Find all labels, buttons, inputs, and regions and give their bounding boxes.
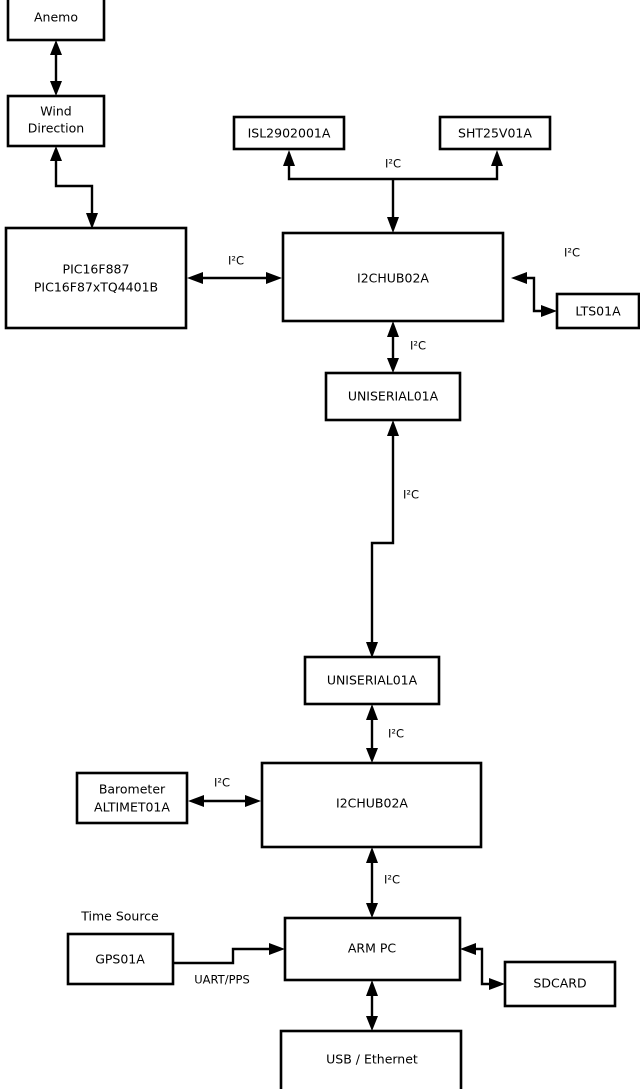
edge-label-i2c-uniserial-hubbot: I²C xyxy=(388,727,404,741)
edge-label-i2c-hub-lts: I²C xyxy=(564,246,580,260)
node-uniserial01a-upper[interactable]: UNISERIAL01A xyxy=(324,371,462,422)
arrow-head-right-sdcard xyxy=(489,978,505,990)
arrow-head-left-hub xyxy=(511,272,527,284)
edge-gps-arm xyxy=(173,943,285,965)
node-arm-pc[interactable]: ARM PC xyxy=(283,916,462,982)
arrow-head-down xyxy=(86,213,98,229)
node-pic-mcu[interactable]: PIC16F887 PIC16F87xTQ4401B xyxy=(4,226,188,330)
node-uniserial01a-upper-label: UNISERIAL01A xyxy=(348,389,439,404)
node-wind-direction-label-line2: Direction xyxy=(28,121,84,136)
arrow-head-up xyxy=(366,704,378,720)
arrow-head-up xyxy=(387,420,399,436)
arrow-head-up xyxy=(50,146,62,161)
node-barometer-label-line2: ALTIMET01A xyxy=(94,800,170,815)
node-sdcard[interactable]: SDCARD xyxy=(503,960,617,1008)
node-isl2902001a-label: ISL2902001A xyxy=(248,126,331,141)
arrow-head-down xyxy=(387,358,399,373)
node-sht25v01a[interactable]: SHT25V01A xyxy=(438,115,552,151)
node-pic-mcu-label-line1: PIC16F887 xyxy=(63,262,130,277)
node-barometer-label-line1: Barometer xyxy=(99,782,166,797)
arrow-head-down xyxy=(366,1016,378,1031)
edge-arm-usb xyxy=(366,980,378,1031)
edge-hubbot-arm xyxy=(366,847,378,918)
edge-label-i2c-pic-hub: I²C xyxy=(228,254,244,268)
node-gps01a[interactable]: GPS01A xyxy=(66,932,175,986)
node-lts01a[interactable]: LTS01A xyxy=(555,292,640,330)
node-usb-ethernet[interactable]: USB / Ethernet xyxy=(279,1029,463,1089)
edge-label-i2c-hubbot-arm: I²C xyxy=(384,873,400,887)
node-usb-ethernet-label: USB / Ethernet xyxy=(326,1052,418,1067)
node-i2chub02a-bottom[interactable]: I2CHUB02A xyxy=(260,761,483,849)
arrow-head-right-lts xyxy=(541,305,557,317)
arrow-head-right xyxy=(245,795,261,807)
labels-layer: I²C I²C I²C I²C I²C I²C I²C I²C UART/PPS… xyxy=(80,157,580,987)
edge-label-i2c-hub-uniserial: I²C xyxy=(410,339,426,353)
nodes-layer: Anemo Wind Direction PIC16F887 PIC16F87x… xyxy=(4,0,640,1089)
arrow-head-up-isl xyxy=(283,150,295,166)
node-i2chub02a-bottom-label: I2CHUB02A xyxy=(336,796,408,811)
edge-hub-lts xyxy=(511,272,557,317)
node-wind-direction[interactable]: Wind Direction xyxy=(6,94,106,148)
node-isl2902001a[interactable]: ISL2902001A xyxy=(232,115,346,151)
node-barometer[interactable]: Barometer ALTIMET01A xyxy=(75,771,189,825)
node-uniserial01a-lower[interactable]: UNISERIAL01A xyxy=(303,655,441,706)
arrow-head-up-sht xyxy=(491,150,503,166)
node-sht25v01a-label: SHT25V01A xyxy=(458,126,532,141)
arrow-head-right xyxy=(266,272,282,284)
edge-label-i2c-barometer-hub: I²C xyxy=(214,776,230,790)
edge-pic-hub xyxy=(187,272,282,284)
node-i2chub02a-top[interactable]: I2CHUB02A xyxy=(281,231,505,323)
arrow-head-up xyxy=(366,847,378,863)
arrow-head-down xyxy=(366,642,378,658)
node-pic-mcu-label-line2: PIC16F87xTQ4401B xyxy=(34,280,158,295)
edge-wind-pic xyxy=(50,146,98,229)
node-uniserial01a-lower-label: UNISERIAL01A xyxy=(327,673,418,688)
arrow-head-up xyxy=(387,321,399,337)
node-anemo-label: Anemo xyxy=(34,10,78,25)
node-lts01a-label: LTS01A xyxy=(575,304,621,319)
time-source-label: Time Source xyxy=(80,909,159,924)
node-gps01a-label: GPS01A xyxy=(95,952,145,967)
arrow-head-down xyxy=(50,81,62,96)
node-i2chub02a-top-label: I2CHUB02A xyxy=(357,271,429,286)
arrow-head-down-hub xyxy=(387,217,399,233)
arrow-head-up xyxy=(366,980,378,996)
edge-hub-sensor-bus xyxy=(283,150,503,233)
edge-label-i2c-uniserial-uniserial: I²C xyxy=(403,488,419,502)
edge-label-uart-pps: UART/PPS xyxy=(194,973,250,987)
arrow-head-down xyxy=(366,748,378,763)
edge-uniserial-hubbot xyxy=(366,704,378,763)
arrow-head-up xyxy=(50,40,62,55)
edge-label-i2c-top-sensors: I²C xyxy=(385,157,401,171)
node-wind-direction-label-line1: Wind xyxy=(40,104,71,119)
arrow-head-left-arm xyxy=(460,943,476,955)
node-arm-pc-label: ARM PC xyxy=(348,941,397,956)
arrow-head-left xyxy=(187,272,203,284)
arrow-head-right xyxy=(269,943,285,955)
node-anemo[interactable]: Anemo xyxy=(6,0,106,42)
edges-layer xyxy=(50,40,557,1031)
edge-uniserial-uniserial xyxy=(366,420,399,658)
arrow-head-left xyxy=(188,795,204,807)
arrow-head-down xyxy=(366,903,378,918)
edge-hub-uniserial xyxy=(387,321,399,373)
node-sdcard-label: SDCARD xyxy=(533,976,586,991)
edge-arm-sdcard xyxy=(460,943,505,990)
edge-barometer-hubbot xyxy=(188,795,261,807)
edge-anemo-wind xyxy=(50,40,62,96)
